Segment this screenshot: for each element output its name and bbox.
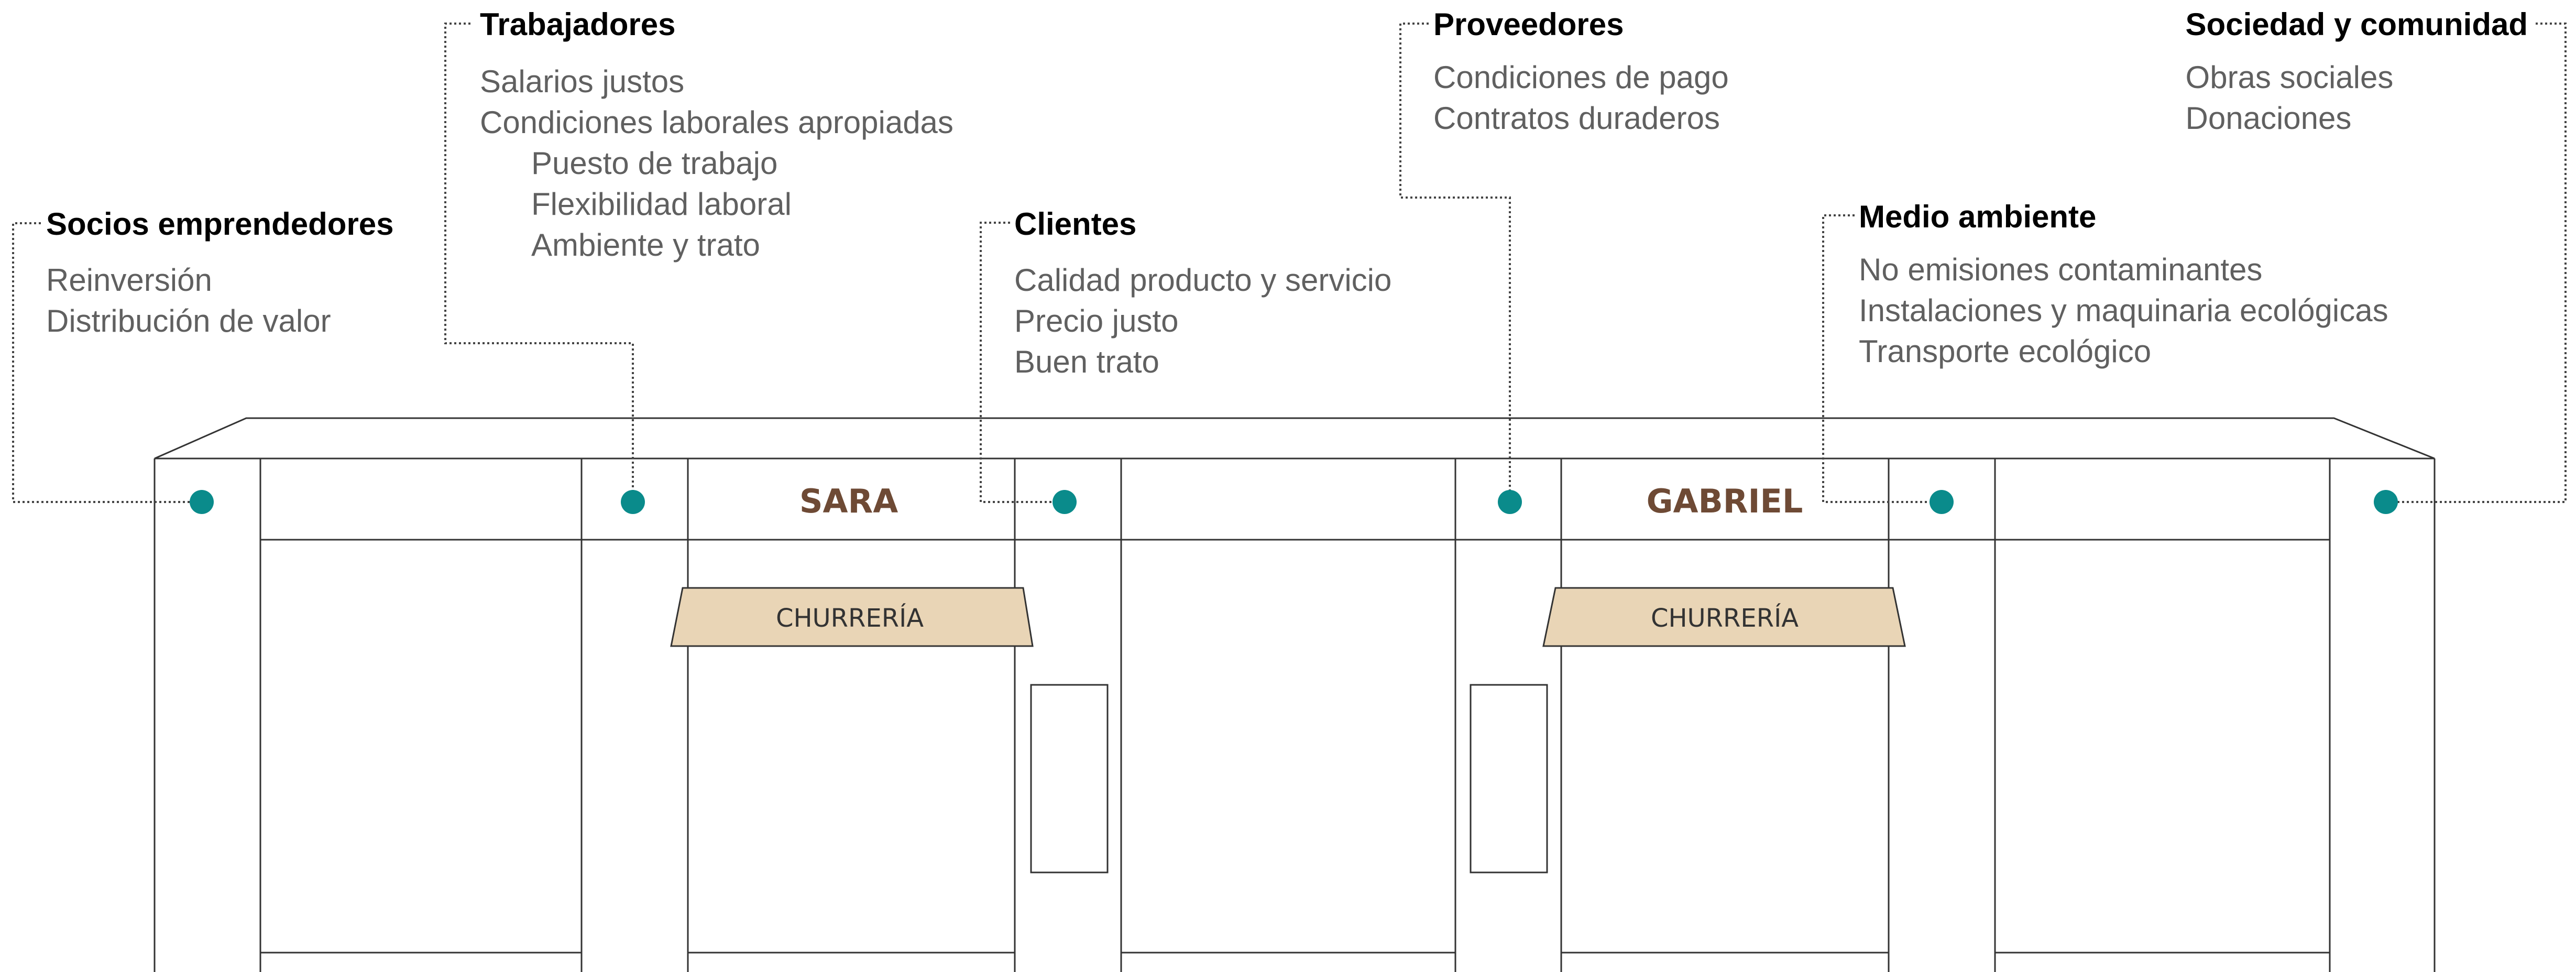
stakeholder-item: Buen trato [1014,344,1159,379]
connection-dot [1053,490,1077,514]
stakeholder-sociedad: Sociedad y comunidad Obras sociales Dona… [2186,9,2528,139]
stakeholder-medio-ambiente: Medio ambiente No emisiones contaminante… [1859,201,2388,372]
stakeholder-item: Transporte ecológico [1859,334,2152,369]
leader-line-proveedores [1399,23,1511,502]
stakeholder-item: Condiciones laborales apropiadas [480,105,953,140]
stakeholder-items: Obras sociales Donaciones [2186,57,2528,139]
stakeholder-trabajadores: Trabajadores Salarios justos Condiciones… [480,9,953,266]
leaders [12,23,2567,503]
stakeholder-item: Calidad producto y servicio [1014,263,1392,298]
stakeholder-item: Instalaciones y maquinaria ecológicas [1859,293,2388,328]
shop-sign-text: CHURRERÍA [776,603,924,633]
dots [190,490,2398,514]
stakeholder-item: Condiciones de pago [1433,60,1729,95]
leader-line-trabajadores [444,23,634,502]
connection-dot [1498,490,1522,514]
stakeholder-items: Reinversión Distribución de valor [46,260,394,342]
connection-dot [1930,490,1954,514]
stakeholder-items: No emisiones contaminantes Instalaciones… [1859,249,2388,372]
stakeholder-items: Salarios justos Condiciones laborales ap… [480,61,953,266]
stakeholder-title: Medio ambiente [1859,199,2097,234]
stakeholder-title: Trabajadores [480,7,676,42]
stakeholder-proveedores: Proveedores Condiciones de pago Contrato… [1433,9,1729,139]
shop-gabriel: CHURRERÍA GABRIEL [1542,482,1906,647]
leader-line-sociedad [2386,23,2567,503]
stakeholder-items: Condiciones de pago Contratos duraderos [1433,57,1729,139]
shop-name: SARA [799,482,898,520]
stakeholder-item: Donaciones [2185,101,2352,136]
stakeholder-socios: Socios emprendedores Reinversión Distrib… [46,209,394,342]
shop-sign-board [670,587,1034,647]
connection-dot [621,490,645,514]
door [1470,684,1548,873]
door [1030,684,1109,873]
connection-dot [190,490,214,514]
leader-line-socios [12,222,202,503]
stakeholder-item: Distribución de valor [46,303,331,338]
stakeholder-item: Salarios justos [480,64,685,99]
stakeholder-subitem: Puesto de trabajo [531,146,778,181]
shop-sign-text: CHURRERÍA [1651,603,1799,633]
stakeholder-title: Socios emprendedores [46,206,394,242]
stakeholder-item: Obras sociales [2185,60,2394,95]
leader-line-clientes [980,222,1065,503]
stakeholder-title: Clientes [1014,206,1137,242]
stakeholder-item: Precio justo [1014,303,1179,338]
leader-line-medio-ambiente [1822,214,1942,503]
shop-sign-board [1542,587,1906,647]
stakeholder-clientes: Clientes Calidad producto y servicio Pre… [1014,209,1391,383]
stakeholder-item: Reinversión [46,263,212,298]
stakeholder-subitem: Ambiente y trato [531,227,760,263]
building-roof [154,417,2435,460]
stakeholder-subitem: Flexibilidad laboral [531,187,792,222]
stakeholder-title: Proveedores [1433,7,1624,42]
stakeholder-item: Contratos duraderos [1433,101,1720,136]
connection-dot [2374,490,2398,514]
stakeholder-item: No emisiones contaminantes [1859,252,2263,287]
shop-name: GABRIEL [1647,482,1803,520]
stakeholder-items: Calidad producto y servicio Precio justo… [1014,260,1391,383]
stakeholder-title: Sociedad y comunidad [2185,7,2528,42]
building [154,417,2436,972]
shop-sara: CHURRERÍA SARA [670,482,1034,647]
